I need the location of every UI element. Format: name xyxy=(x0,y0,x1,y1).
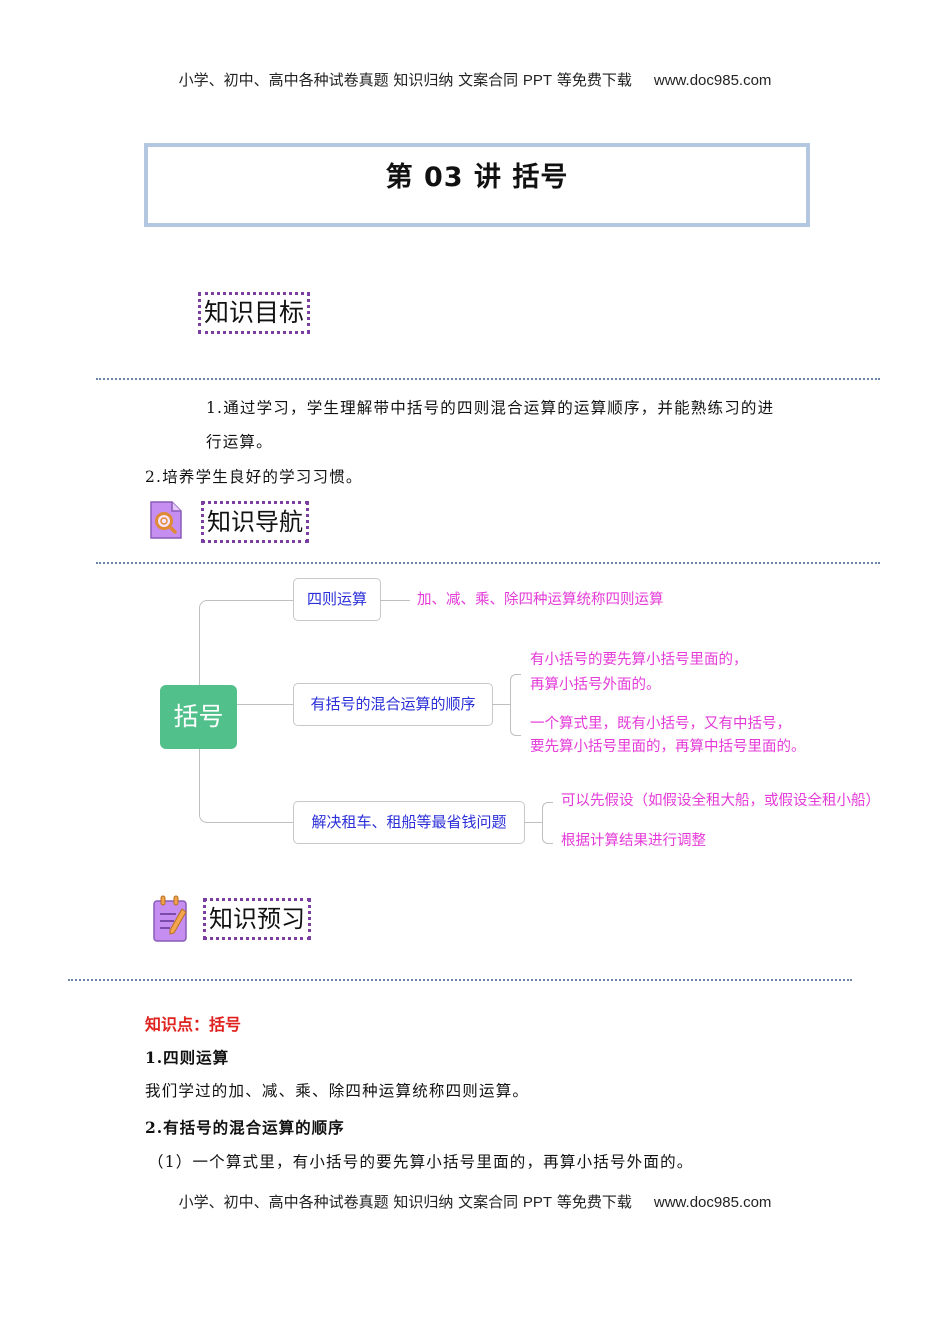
goal-item-1-line-2: 行运算。 xyxy=(206,433,273,451)
notepad-pencil-icon xyxy=(152,895,188,942)
mindmap-node-rental-problem: 解决租车、租船等最省钱问题 xyxy=(293,801,525,844)
mindmap-leaf: 要先算小括号里面的，再算中括号里面的。 xyxy=(530,739,806,755)
page-title: 第 03 讲 括号 xyxy=(385,162,569,193)
footer-text: 小学、初中、高中各种试卷真题 知识归纳 文案合同 xyxy=(178,1193,523,1211)
paragraph-four-operations: 我们学过的加、减、乘、除四种运算统称四则运算。 xyxy=(145,1082,530,1100)
header-text: 小学、初中、高中各种试卷真题 知识归纳 文案合同 xyxy=(178,71,523,89)
divider xyxy=(68,979,852,981)
goal-item-2: 2.培养学生良好的学习习惯。 xyxy=(145,468,363,486)
section-label-nav: 知识导航 xyxy=(201,501,309,543)
footer-text2: 等免费下载 xyxy=(552,1193,632,1211)
heading-four-operations: 1.四则运算 xyxy=(145,1048,230,1067)
mindmap-root-node: 括号 xyxy=(160,685,237,749)
mindmap-leaf: 加、减、乘、除四种运算统称四则运算 xyxy=(417,592,664,608)
mindmap-leaf: 有小括号的要先算小括号里面的， xyxy=(530,652,748,668)
mindmap-node-bracket-order: 有括号的混合运算的顺序 xyxy=(293,683,493,726)
mindmap-leaf: 根据计算结果进行调整 xyxy=(561,833,706,849)
paragraph-bracket-order-1: （1）一个算式里，有小括号的要先算小括号里面的，再算小括号外面的。 xyxy=(148,1153,694,1171)
title-box: 第 03 讲 括号 xyxy=(144,143,810,227)
section-label-goals: 知识目标 xyxy=(198,292,311,334)
header-text2: 等免费下载 xyxy=(552,71,632,89)
mindmap-leaf: 可以先假设（如假设全租大船，或假设全租小船） xyxy=(561,793,880,809)
mindmap-leaf: 一个算式里，既有小括号，又有中括号， xyxy=(530,716,791,732)
page-footer: 小学、初中、高中各种试卷真题 知识归纳 文案合同 PPT 等免费下载 www.do… xyxy=(0,1191,950,1212)
page-header: 小学、初中、高中各种试卷真题 知识归纳 文案合同 PPT 等免费下载 www.do… xyxy=(0,69,950,90)
magnifier-document-icon xyxy=(148,500,184,540)
knowledge-point-title: 知识点：括号 xyxy=(145,1015,242,1034)
footer-url[interactable]: www.doc985.com xyxy=(653,1194,772,1211)
divider xyxy=(96,378,880,380)
divider xyxy=(96,562,880,564)
section-label-preview: 知识预习 xyxy=(203,898,311,940)
mindmap-node-four-operations: 四则运算 xyxy=(293,578,381,621)
goal-item-1-line-1: 1.通过学习，学生理解带中括号的四则混合运算的运算顺序，并能熟练习的进 xyxy=(206,399,775,417)
mindmap-leaf: 再算小括号外面的。 xyxy=(530,677,661,693)
header-url[interactable]: www.doc985.com xyxy=(653,72,772,89)
footer-ppt: PPT xyxy=(522,1194,553,1211)
heading-bracket-order: 2.有括号的混合运算的顺序 xyxy=(145,1118,345,1137)
header-ppt: PPT xyxy=(522,72,553,89)
